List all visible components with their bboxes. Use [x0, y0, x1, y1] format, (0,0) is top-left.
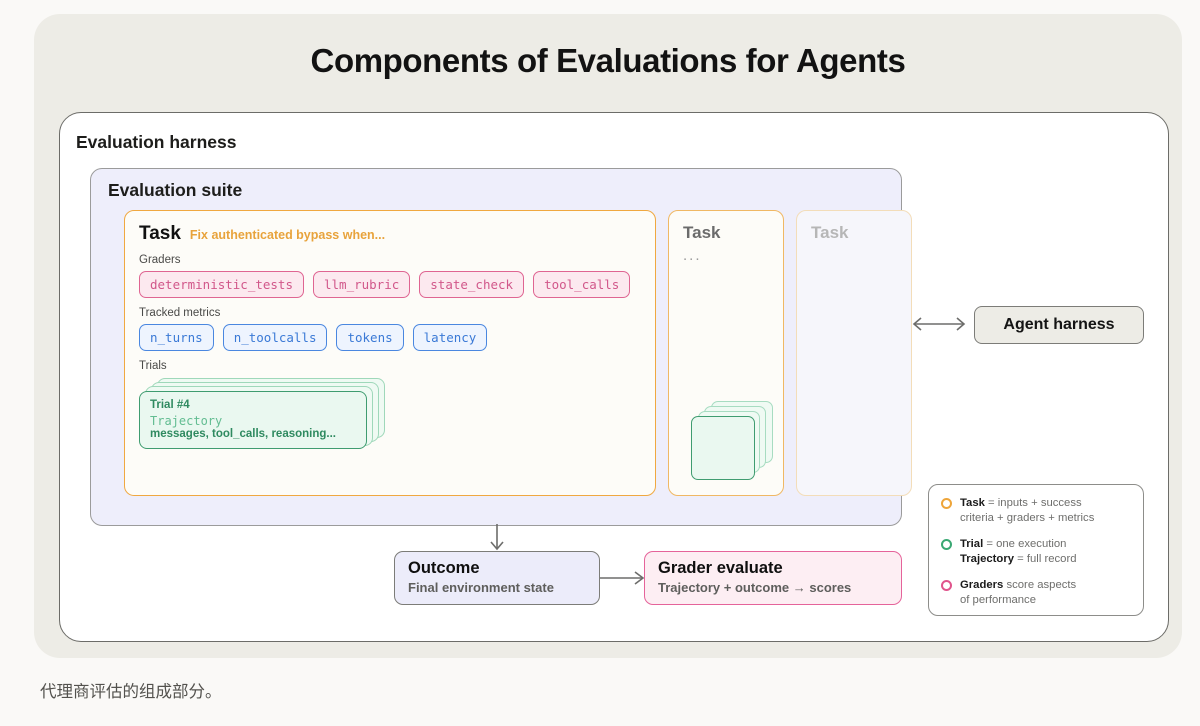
- outcome-box: Outcome Final environment state: [394, 551, 600, 605]
- task-header: Task Fix authenticated bypass when...: [139, 223, 641, 245]
- agent-harness-label: Agent harness: [1003, 316, 1115, 333]
- task-dot-icon: [941, 498, 952, 509]
- task-ellipsis: ...: [683, 247, 702, 264]
- task-subtitle: Fix authenticated bypass when...: [189, 228, 386, 242]
- trial-card-front: [691, 416, 755, 480]
- grader-evaluate-subtitle: Trajectory + outcome → scores: [658, 580, 852, 595]
- outcome-subtitle: Final environment state: [408, 580, 554, 595]
- graders-label: Graders: [139, 254, 181, 266]
- legend-term: Trial: [960, 538, 984, 551]
- legend-desc-2: criteria + graders + metrics: [960, 512, 1095, 525]
- legend-item-text: Graders score aspects of performance: [960, 578, 1076, 608]
- trial-id: Trial #4: [150, 399, 190, 411]
- trial-stack-mini: [691, 401, 777, 481]
- task-card-tertiary: Task: [796, 210, 912, 496]
- legend-term-2: Trajectory: [960, 553, 1015, 566]
- bidirectional-arrow-icon: [912, 317, 966, 331]
- trials-label: Trials: [139, 360, 167, 372]
- metrics-chip-row: n_turns n_toolcalls tokens latency: [139, 324, 641, 351]
- arrow-right-icon: [598, 571, 645, 585]
- task-card-secondary: Task ...: [668, 210, 784, 496]
- legend-item-trial: Trial = one execution Trajectory = full …: [941, 537, 1131, 567]
- legend-item-text: Trial = one execution Trajectory = full …: [960, 537, 1077, 567]
- legend-term: Task: [960, 497, 985, 509]
- caption: 代理商评估的组成部分。: [40, 683, 222, 701]
- legend-item-graders: Graders score aspects of performance: [941, 578, 1131, 608]
- legend: Task = inputs + success criteria + grade…: [928, 484, 1144, 616]
- task-title: Task: [139, 223, 181, 244]
- grader-evaluate-title: Grader evaluate: [658, 559, 783, 577]
- agent-harness-box[interactable]: Agent harness: [974, 306, 1144, 344]
- metric-chip[interactable]: n_toolcalls: [222, 324, 328, 351]
- tracked-metrics-label: Tracked metrics: [139, 307, 221, 319]
- legend-desc: = one execution: [983, 538, 1067, 551]
- legend-item-task: Task = inputs + success criteria + grade…: [941, 496, 1131, 526]
- legend-item-text: Task = inputs + success criteria + grade…: [960, 496, 1094, 526]
- legend-desc: = inputs + success: [984, 497, 1082, 509]
- metric-chip[interactable]: latency: [412, 324, 488, 351]
- grader-chip[interactable]: state_check: [419, 271, 525, 298]
- page-title: Components of Evaluations for Agents: [310, 42, 906, 79]
- metric-chip[interactable]: n_turns: [139, 324, 214, 351]
- outcome-title: Outcome: [408, 559, 480, 577]
- trial-stack: Trial #4 Trajectory messages, tool_calls…: [139, 378, 641, 452]
- grader-chip[interactable]: tool_calls: [533, 271, 631, 298]
- legend-desc: score aspects: [1003, 579, 1077, 592]
- trial-dot-icon: [941, 539, 952, 551]
- legend-desc-2: = full record: [1014, 553, 1077, 566]
- metric-chip[interactable]: tokens: [336, 324, 404, 351]
- legend-term: Graders: [960, 579, 1004, 592]
- evaluation-harness-label: Evaluation harness: [76, 132, 237, 152]
- task-title: Task: [683, 223, 721, 242]
- trajectory-detail: messages, tool_calls, reasoning...: [150, 428, 336, 441]
- grader-dot-icon: [941, 580, 952, 592]
- trial-card-front[interactable]: Trial #4 Trajectory messages, tool_calls…: [139, 391, 367, 449]
- arrow-down-icon: [490, 524, 504, 551]
- graders-chip-row: deterministic_tests llm_rubric state_che…: [139, 271, 641, 298]
- task-title: Task: [811, 223, 849, 242]
- evaluation-suite-label: Evaluation suite: [108, 180, 243, 200]
- grader-evaluate-box: Grader evaluate Trajectory + outcome → s…: [644, 551, 902, 605]
- task-card-primary: Task Fix authenticated bypass when... Gr…: [124, 210, 656, 496]
- trajectory-label: Trajectory: [150, 414, 223, 428]
- grader-chip[interactable]: deterministic_tests: [139, 271, 304, 298]
- grader-chip[interactable]: llm_rubric: [313, 271, 411, 298]
- legend-desc-2: of performance: [960, 594, 1036, 607]
